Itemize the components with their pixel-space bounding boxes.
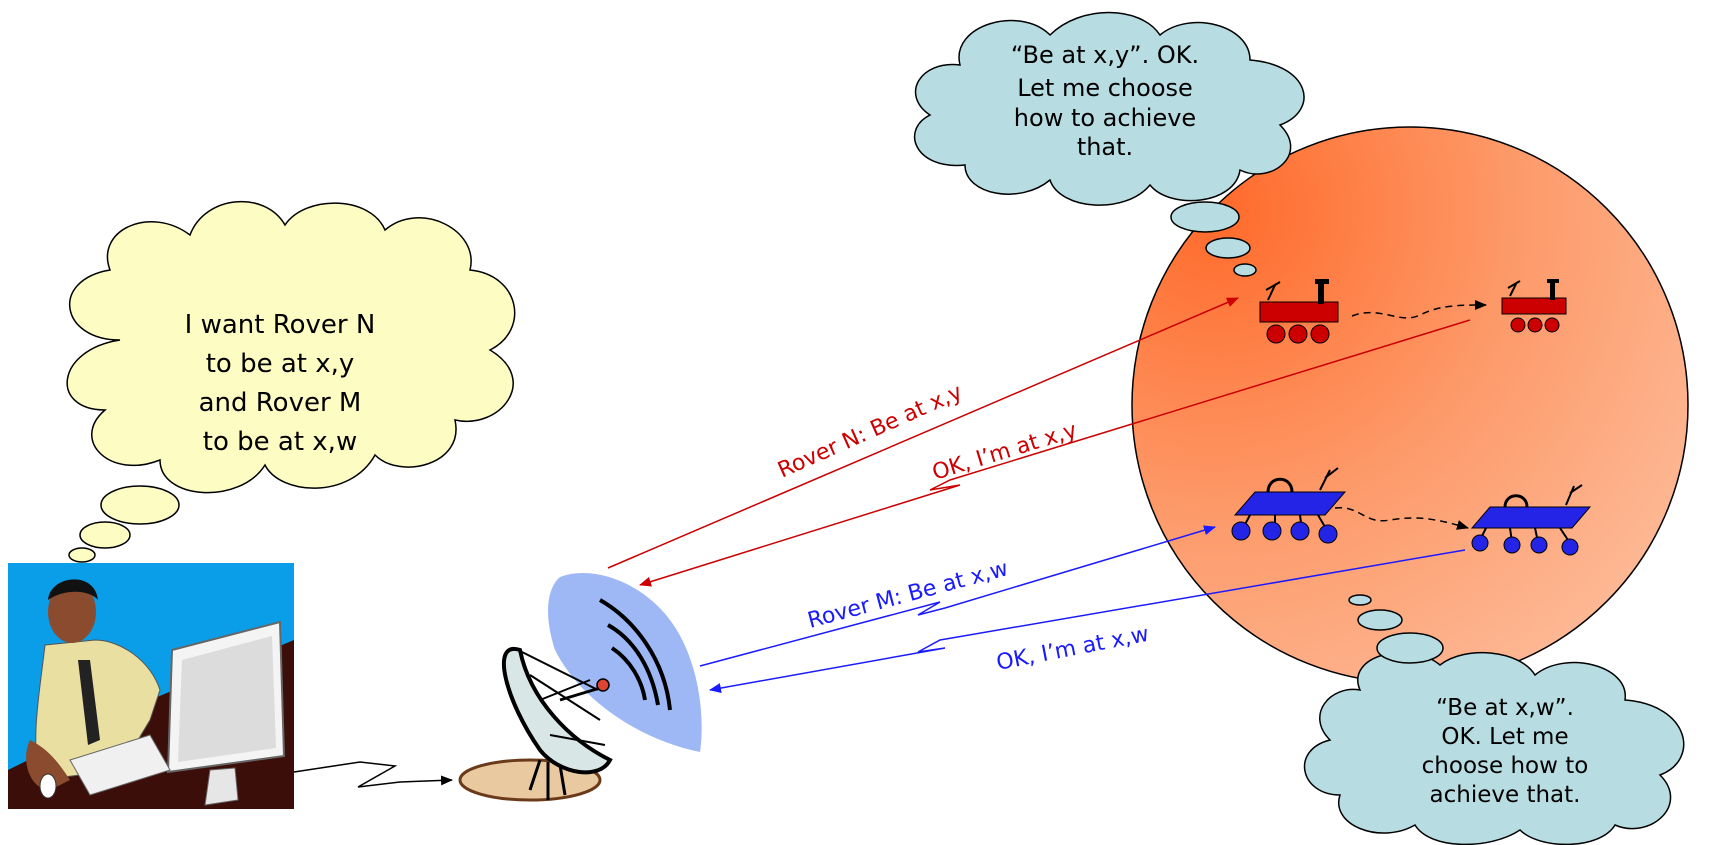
rover-m-thought-line-2: OK. Let me: [1441, 724, 1568, 750]
rover-m-thought-line-4: achieve that.: [1430, 782, 1581, 808]
red-rover-destination-icon: [1501, 279, 1567, 333]
rover-m-thought-line-3: choose how to: [1422, 753, 1589, 779]
rover-m-thought-cloud: “Be at x,w”. OK. Let me choose how to ac…: [1303, 594, 1685, 845]
rover-n-reply-arrow: [639, 319, 1471, 587]
operator-at-computer-icon: [8, 563, 294, 809]
blue-rover-destination-icon: [1470, 484, 1592, 556]
rover-n-thought-line-2: Let me choose: [1017, 74, 1193, 102]
rover-m-thought-line-1: “Be at x,w”.: [1436, 695, 1574, 721]
rover-n-reply-label: OK, I’m at x,y: [929, 418, 1080, 486]
rover-m-command-arrow: [699, 525, 1216, 667]
rover-n-thought-line-3: how to achieve: [1014, 104, 1196, 132]
rover-n-command-arrow: [607, 297, 1239, 569]
rover-n-thought-line-1: “Be at x,y”. OK.: [1011, 41, 1199, 69]
rover-m-command-label: Rover M: Be at x,w: [805, 556, 1011, 634]
rover-n-thought-cloud: “Be at x,y”. OK. Let me choose how to ac…: [913, 11, 1305, 277]
operator-thought-line-4: to be at x,w: [203, 427, 357, 457]
operator-thought-cloud: I want Rover N to be at x,y and Rover M …: [66, 200, 516, 563]
rover-m-path-arrow: [1334, 507, 1469, 530]
operator-uplink-arrow: [293, 761, 453, 788]
blue-rover-icon: [1231, 467, 1347, 544]
satellite-dish-icon: [458, 572, 702, 802]
operator-thought-line-2: to be at x,y: [206, 349, 355, 379]
rover-m-reply-arrow: [709, 549, 1466, 693]
rover-n-thought-line-4: that.: [1077, 133, 1133, 161]
red-rover-icon: [1259, 279, 1339, 344]
operator-thought-line-3: and Rover M: [199, 388, 362, 418]
rover-m-reply-label: OK, I’m at x,w: [994, 622, 1151, 676]
operator-thought-line-1: I want Rover N: [185, 310, 376, 340]
